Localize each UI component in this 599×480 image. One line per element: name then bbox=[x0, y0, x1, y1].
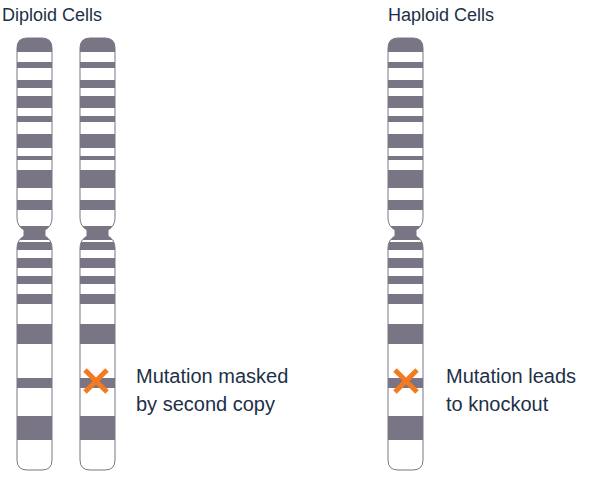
heading-label: Diploid Cells bbox=[2, 4, 202, 26]
heading-label: Haploid Cells bbox=[388, 4, 588, 26]
annotation-label: Mutation leads to knockout bbox=[446, 362, 596, 418]
mutation-mark bbox=[85, 370, 107, 392]
chromosome bbox=[17, 38, 52, 470]
chromosome bbox=[80, 38, 115, 470]
annotation-label: Mutation masked by second copy bbox=[136, 362, 296, 418]
chromosome bbox=[388, 38, 423, 470]
mutation-mark bbox=[395, 370, 417, 392]
